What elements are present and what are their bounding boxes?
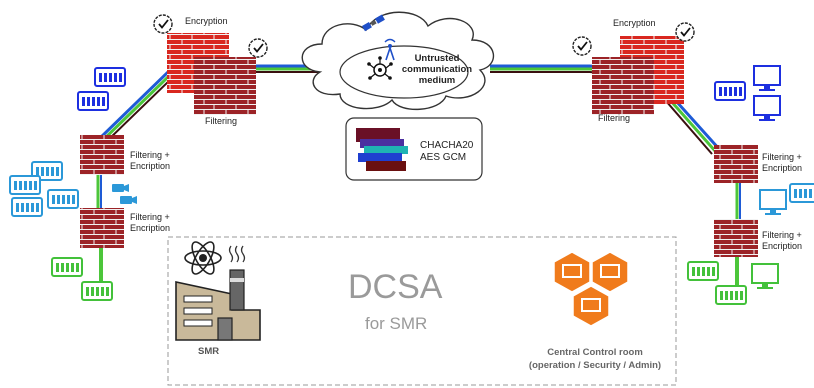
server-rack-icon <box>715 285 747 305</box>
firewall-filter-enc-right-2 <box>714 219 758 257</box>
label-encryption-right: Encryption <box>613 18 656 28</box>
smr-label: SMR <box>198 346 220 357</box>
desktop-icon <box>753 95 781 122</box>
server-rack-icon <box>94 67 126 87</box>
label-encryption-left: Encryption <box>185 16 228 26</box>
firewall-filter-enc-right-1 <box>714 145 758 183</box>
desktop-icon <box>751 263 779 290</box>
control-room-label: Central Control room (operation / Securi… <box>528 347 662 371</box>
monitor-node-icon <box>591 251 629 293</box>
cipher-label-2: AES GCM <box>420 152 467 163</box>
link-left-mid <box>96 175 103 282</box>
label-filtering-left: Filtering <box>205 116 238 126</box>
dcsa-subtitle: for SMR <box>365 314 428 333</box>
firewall-filtering-left <box>194 57 256 115</box>
server-rack-icon <box>51 257 83 277</box>
server-rack-icon <box>47 189 79 209</box>
server-rack-icon <box>11 197 43 217</box>
firewall-filtering-right <box>592 57 654 115</box>
server-rack-icon <box>81 281 113 301</box>
label-filtering-enc-left-2: Filtering + Encription <box>130 212 171 233</box>
factory-icon <box>175 245 261 341</box>
cloud-label: Untrusted communication medium <box>401 53 473 86</box>
label-filtering-enc-left-1: Filtering + Encription <box>130 150 171 171</box>
satellite-icon <box>362 14 385 32</box>
atom-icon <box>184 241 222 275</box>
antenna-icon <box>384 38 396 61</box>
cloud-icon <box>301 11 495 111</box>
check-badge-icon <box>675 22 695 42</box>
firewall-filter-enc-left-1 <box>80 135 124 175</box>
dcsa-title: DCSA <box>348 268 443 306</box>
check-badge-icon <box>153 14 173 34</box>
desktop-icon <box>753 65 781 92</box>
cipher-label-1: CHACHA20 <box>420 140 474 151</box>
monitor-node-icon <box>553 251 591 293</box>
server-rack-icon <box>687 261 719 281</box>
link-right-mid <box>735 180 741 285</box>
check-badge-icon <box>572 36 592 56</box>
label-filtering-right: Filtering <box>598 113 631 123</box>
server-rack-icon <box>77 91 109 111</box>
check-badge-icon <box>248 38 268 58</box>
label-filtering-enc-right-1: Filtering + Encription <box>762 152 803 173</box>
camera-icon <box>112 184 129 192</box>
firewall-filter-enc-left-2 <box>80 208 124 248</box>
camera-icon <box>120 196 137 204</box>
mesh-node-icon <box>367 56 393 80</box>
cipher-stack-icon <box>356 128 408 171</box>
desktop-icon <box>759 189 787 216</box>
monitor-node-icon <box>572 285 610 327</box>
server-rack-icon <box>714 81 746 101</box>
server-rack-icon <box>9 175 41 195</box>
label-filtering-enc-right-2: Filtering + Encription <box>762 230 803 251</box>
server-rack-icon <box>789 183 814 203</box>
